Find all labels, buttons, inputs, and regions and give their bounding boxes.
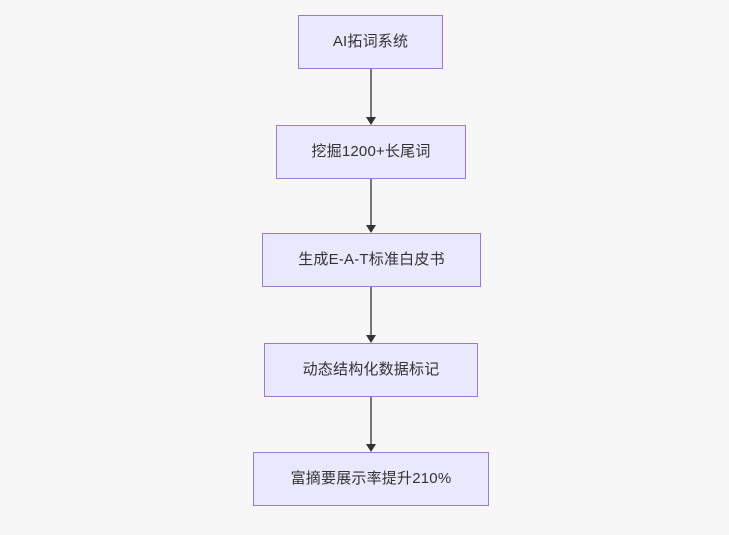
arrowhead-icon: [366, 444, 376, 452]
arrowhead-icon: [366, 117, 376, 125]
node-label: 动态结构化数据标记: [302, 361, 440, 378]
flowchart-node-longtail-keywords[interactable]: 挖掘1200+长尾词: [276, 125, 466, 179]
edge-line: [370, 179, 372, 225]
flowchart-node-eat-whitepaper[interactable]: 生成E-A-T标准白皮书: [262, 233, 481, 287]
flowchart-node-ai-keyword-system[interactable]: AI拓词系统: [298, 15, 443, 69]
edge-line: [370, 287, 372, 335]
flowchart-node-rich-snippet-result[interactable]: 富摘要展示率提升210%: [253, 452, 489, 506]
flowchart-node-structured-data-markup[interactable]: 动态结构化数据标记: [264, 343, 478, 397]
arrowhead-icon: [366, 225, 376, 233]
node-label: 挖掘1200+长尾词: [311, 143, 431, 160]
edge-line: [370, 69, 372, 117]
node-label: 生成E-A-T标准白皮书: [298, 251, 445, 268]
node-label: 富摘要展示率提升210%: [290, 470, 452, 487]
arrowhead-icon: [366, 335, 376, 343]
node-label: AI拓词系统: [332, 33, 409, 50]
edge-line: [370, 397, 372, 444]
